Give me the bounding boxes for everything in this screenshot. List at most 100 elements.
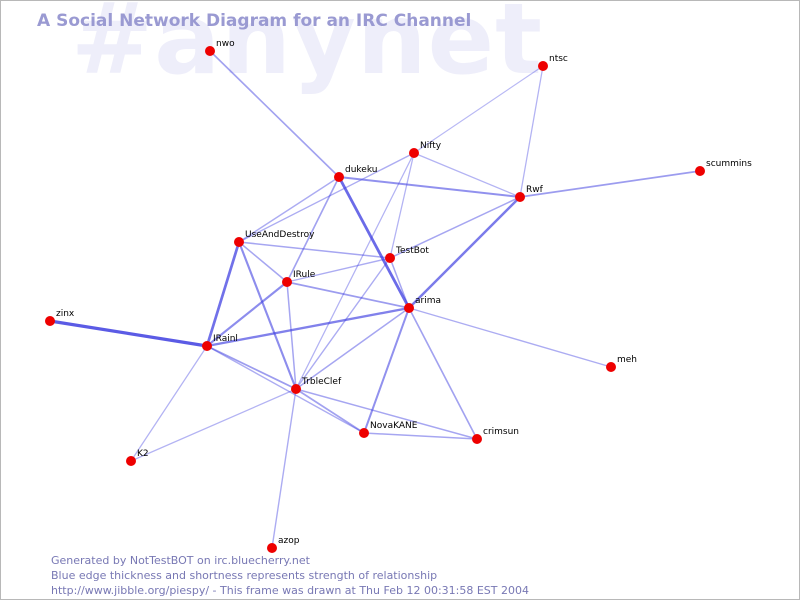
edge-useanddestroy-testbot	[238, 241, 391, 259]
node-dot-nifty	[409, 148, 419, 158]
node-label-testbot: TestBot	[395, 246, 429, 256]
node-testbot: TestBot	[385, 246, 429, 263]
edge-ntsc-nifty	[413, 65, 544, 154]
node-azop: azop	[267, 536, 300, 553]
edge-useanddestroy-irainl	[205, 240, 241, 348]
edge-useanddestroy-irule	[238, 241, 288, 283]
edge-irainl-novakane	[206, 345, 365, 434]
edge-trbleclef-azop	[271, 388, 297, 549]
node-label-dukeku: dukeku	[345, 165, 377, 175]
node-label-trbleclef: TrbleClef	[301, 377, 342, 387]
footer-generated-by: Generated by NotTestBOT on irc.bluecherr…	[51, 554, 310, 567]
edge-trbleclef-crimsun	[295, 388, 478, 440]
node-label-nifty: Nifty	[420, 141, 442, 151]
node-dot-rwf	[515, 192, 525, 202]
edge-testbot-trbleclef	[295, 257, 391, 390]
edge-nifty-useanddestroy	[238, 152, 415, 243]
node-dot-scummins	[695, 166, 705, 176]
node-nwo: nwo	[205, 39, 235, 56]
diagram-title: A Social Network Diagram for an IRC Chan…	[37, 11, 472, 31]
node-dot-trbleclef	[291, 384, 301, 394]
node-zinx: zinx	[45, 309, 75, 326]
node-nifty: Nifty	[409, 141, 442, 158]
node-label-arima: arima	[415, 296, 441, 306]
node-dot-nwo	[205, 46, 215, 56]
node-dot-useanddestroy	[234, 237, 244, 247]
node-label-useanddestroy: UseAndDestroy	[245, 230, 315, 240]
node-label-nwo: nwo	[216, 39, 235, 49]
edge-testbot-arima	[389, 257, 410, 309]
node-dot-arima	[404, 303, 414, 313]
node-irule: IRule	[282, 270, 316, 287]
edge-scummins-rwf	[519, 170, 701, 198]
footer: Generated by NotTestBOT on irc.bluecherr…	[51, 553, 529, 598]
node-label-ntsc: ntsc	[549, 54, 568, 64]
node-label-crimsun: crimsun	[483, 427, 519, 437]
node-dot-irainl	[202, 341, 212, 351]
node-label-novakane: NovaKANE	[370, 421, 418, 431]
edge-rwf-arima	[407, 195, 522, 310]
edge-dukeku-arima	[337, 175, 411, 310]
node-label-rwf: Rwf	[526, 185, 544, 195]
node-dot-zinx	[45, 316, 55, 326]
edge-rwf-testbot	[389, 196, 521, 259]
node-label-irule: IRule	[293, 270, 316, 280]
edge-zinx-irainl	[48, 319, 209, 348]
edge-nifty-testbot	[389, 152, 415, 259]
node-irainl: IRainl	[202, 334, 238, 351]
node-dot-k2	[126, 456, 136, 466]
edge-useanddestroy-trbleclef	[237, 240, 298, 391]
channel-watermark: #anynet	[71, 0, 543, 97]
edge-irainl-k2	[130, 345, 208, 462]
edge-ntsc-rwf	[519, 65, 544, 198]
node-dot-dukeku	[334, 172, 344, 182]
node-dot-testbot	[385, 253, 395, 263]
footer-url-timestamp: http://www.jibble.org/piespy/ - This fra…	[51, 584, 530, 597]
node-trbleclef: TrbleClef	[291, 377, 342, 394]
node-label-azop: azop	[278, 536, 300, 546]
node-crimsun: crimsun	[472, 427, 519, 444]
node-label-irainl: IRainl	[213, 334, 238, 344]
node-k2: K2	[126, 449, 149, 466]
node-dukeku: dukeku	[334, 165, 377, 182]
edge-irule-irainl	[205, 280, 289, 348]
node-scummins: scummins	[695, 159, 752, 176]
node-label-scummins: scummins	[706, 159, 752, 169]
edge-irule-trbleclef	[286, 281, 297, 390]
node-ntsc: ntsc	[538, 54, 568, 71]
edge-irainl-arima	[205, 306, 411, 348]
node-dot-meh	[606, 362, 616, 372]
edge-dukeku-useanddestroy	[238, 176, 340, 243]
node-rwf: Rwf	[515, 185, 544, 202]
edges-layer	[48, 50, 701, 549]
node-dot-azop	[267, 543, 277, 553]
edge-trbleclef-novakane	[295, 388, 365, 434]
edge-nifty-trbleclef	[295, 152, 415, 390]
node-label-k2: K2	[137, 449, 149, 459]
edge-dukeku-irule	[286, 176, 340, 283]
node-dot-ntsc	[538, 61, 548, 71]
edge-testbot-irule	[286, 257, 391, 283]
edge-arima-crimsun	[408, 307, 478, 440]
edge-dukeku-rwf	[338, 176, 521, 198]
node-label-zinx: zinx	[56, 309, 75, 319]
node-dot-irule	[282, 277, 292, 287]
edge-arima-meh	[408, 307, 612, 368]
footer-legend-note: Blue edge thickness and shortness repres…	[51, 569, 438, 582]
node-meh: meh	[606, 355, 637, 372]
node-arima: arima	[404, 296, 441, 313]
edge-irainl-trbleclef	[206, 345, 297, 390]
node-dot-crimsun	[472, 434, 482, 444]
node-useanddestroy: UseAndDestroy	[234, 230, 315, 247]
edge-arima-novakane	[363, 307, 410, 434]
edge-arima-trbleclef	[295, 307, 410, 390]
edge-trbleclef-k2	[130, 388, 297, 462]
edge-nifty-rwf	[413, 152, 521, 198]
edge-nwo-dukeku	[209, 50, 340, 178]
node-dot-novakane	[359, 428, 369, 438]
edge-irule-arima	[286, 281, 410, 309]
edge-novakane-crimsun	[363, 432, 478, 440]
